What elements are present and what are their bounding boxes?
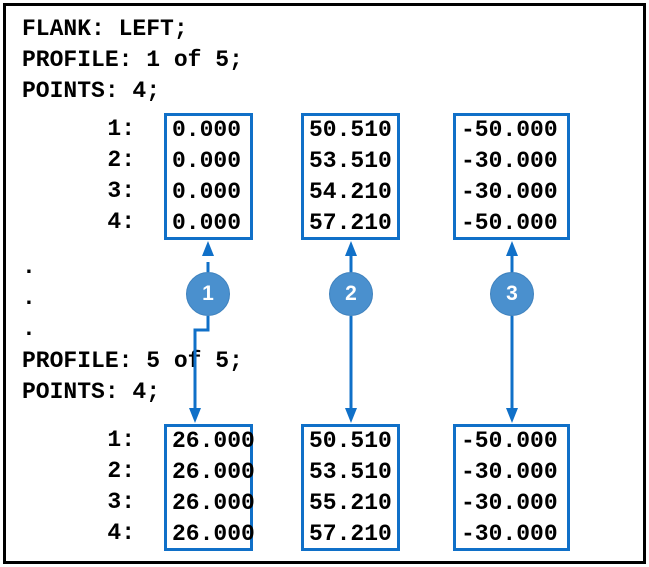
ellipsis-dot-1: . (22, 254, 36, 280)
value-cell: 0.000 (172, 148, 242, 174)
value-cell: 0.000 (172, 117, 242, 143)
value-cell: -50.000 (461, 210, 558, 236)
value-cell: 53.510 (309, 148, 392, 174)
outer-frame (3, 3, 646, 564)
value-cell: -50.000 (461, 428, 558, 454)
row-label-2-last: 2: (107, 458, 135, 484)
callout-badge-1[interactable]: 1 (186, 272, 230, 316)
value-box-last-column3: -50.000 -30.000 -30.000 -30.000 (453, 424, 570, 551)
row-label-4: 4: (107, 209, 135, 235)
value-cell: 50.510 (309, 428, 392, 454)
value-box-first-column3: -50.000 -30.000 -30.000 -50.000 (453, 113, 570, 240)
value-cell: 0.000 (172, 179, 242, 205)
points-first-line: POINTS: 4; (22, 78, 161, 104)
value-cell: 26.000 (172, 521, 255, 547)
value-cell: 55.210 (309, 490, 392, 516)
row-label-3-last: 3: (107, 489, 135, 515)
value-cell: 0.000 (172, 210, 242, 236)
callout-badge-2[interactable]: 2 (329, 272, 373, 316)
value-cell: 53.510 (309, 459, 392, 485)
flank-line: FLANK: LEFT; (22, 16, 188, 42)
value-cell: -30.000 (461, 490, 558, 516)
row-label-4-last: 4: (107, 520, 135, 546)
value-box-first-column2: 50.510 53.510 54.210 57.210 (301, 113, 400, 240)
value-cell: -30.000 (461, 179, 558, 205)
value-cell: -50.000 (461, 117, 558, 143)
value-cell: 57.210 (309, 210, 392, 236)
row-label-1-last: 1: (107, 427, 135, 453)
ellipsis-dot-2: . (22, 285, 36, 311)
points-last-line: POINTS: 4; (22, 379, 161, 405)
profile-first-line: PROFILE: 1 of 5; (22, 47, 243, 73)
value-box-first-column1: 0.000 0.000 0.000 0.000 (164, 113, 253, 240)
value-box-last-column1: 26.000 26.000 26.000 26.000 (164, 424, 255, 551)
value-cell: 26.000 (172, 459, 255, 485)
value-cell: -30.000 (461, 459, 558, 485)
value-cell: 26.000 (172, 428, 255, 454)
profile-last-line: PROFILE: 5 of 5; (22, 348, 243, 374)
value-cell: -30.000 (461, 148, 558, 174)
value-cell: -30.000 (461, 521, 558, 547)
value-cell: 54.210 (309, 179, 392, 205)
value-cell: 57.210 (309, 521, 392, 547)
value-box-last-column2: 50.510 53.510 55.210 57.210 (301, 424, 400, 551)
ellipsis-dot-3: . (22, 316, 36, 342)
row-label-2: 2: (107, 147, 135, 173)
value-cell: 50.510 (309, 117, 392, 143)
row-label-1: 1: (107, 116, 135, 142)
row-label-3: 3: (107, 178, 135, 204)
value-cell: 26.000 (172, 490, 255, 516)
callout-badge-3[interactable]: 3 (490, 272, 534, 316)
